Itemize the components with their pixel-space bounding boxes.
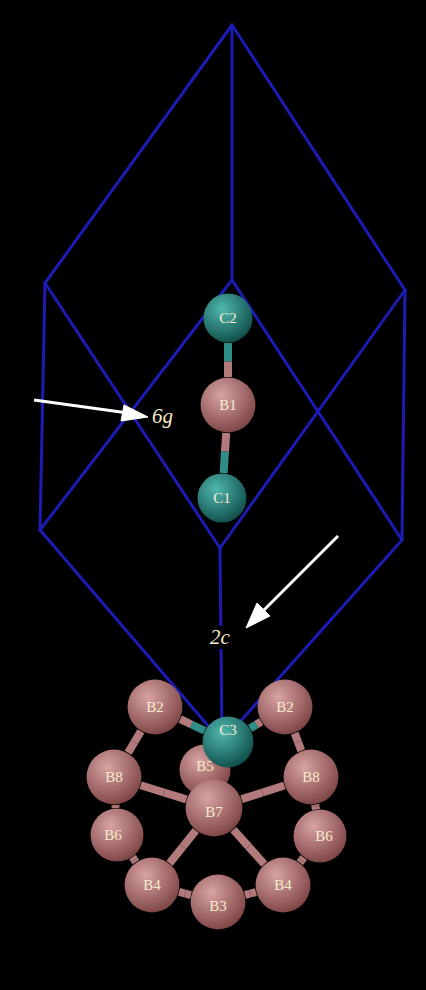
atom-label: C2 — [219, 311, 237, 326]
atom-label: B7 — [205, 805, 223, 820]
boron-atom: B4 — [255, 857, 311, 913]
boron-atom: B6 — [90, 808, 144, 862]
boron-atom: B8 — [86, 749, 142, 805]
atom-label: B4 — [143, 878, 161, 893]
bond — [300, 858, 304, 863]
atom-label: B8 — [302, 770, 320, 785]
bond — [250, 722, 261, 729]
bond — [224, 433, 227, 473]
atom-label: B6 — [104, 828, 122, 843]
boron-atom: B2 — [127, 679, 183, 735]
carbon-atom: C2 — [203, 293, 253, 343]
bond — [245, 892, 256, 895]
bond — [295, 733, 302, 751]
bond — [233, 830, 264, 865]
boron-atom: B8 — [283, 749, 339, 805]
bond — [179, 892, 191, 895]
pointer-arrows — [34, 400, 338, 628]
atom-label: B2 — [276, 700, 294, 715]
atom-label: B3 — [209, 899, 227, 914]
bond — [315, 805, 317, 810]
boron-atom: B6 — [293, 809, 347, 863]
bond — [180, 719, 204, 731]
atom-label: B8 — [105, 770, 123, 785]
atom-label: B4 — [274, 878, 292, 893]
boron-atom: B4 — [124, 857, 180, 913]
carbon-atom: C3 — [202, 716, 254, 768]
boron-atom: B3 — [190, 874, 246, 930]
site-label: 6g — [150, 405, 175, 428]
atom-label: B2 — [146, 700, 164, 715]
bond — [132, 857, 135, 862]
bond — [115, 805, 116, 808]
bond — [228, 343, 229, 377]
atom-label: B6 — [315, 829, 333, 844]
atom-label: C1 — [213, 491, 231, 506]
bond — [170, 831, 196, 864]
bond — [128, 731, 141, 753]
atom-label: C3 — [219, 723, 237, 738]
bond — [242, 786, 285, 800]
boron-atom: B7 — [185, 779, 243, 837]
site-label: 2c — [208, 626, 232, 649]
boron-atom: B2 — [257, 679, 313, 735]
atom-label: B1 — [219, 398, 237, 413]
bond — [141, 785, 187, 799]
boron-atom: B1 — [200, 377, 256, 433]
carbon-atom: C1 — [197, 473, 247, 523]
